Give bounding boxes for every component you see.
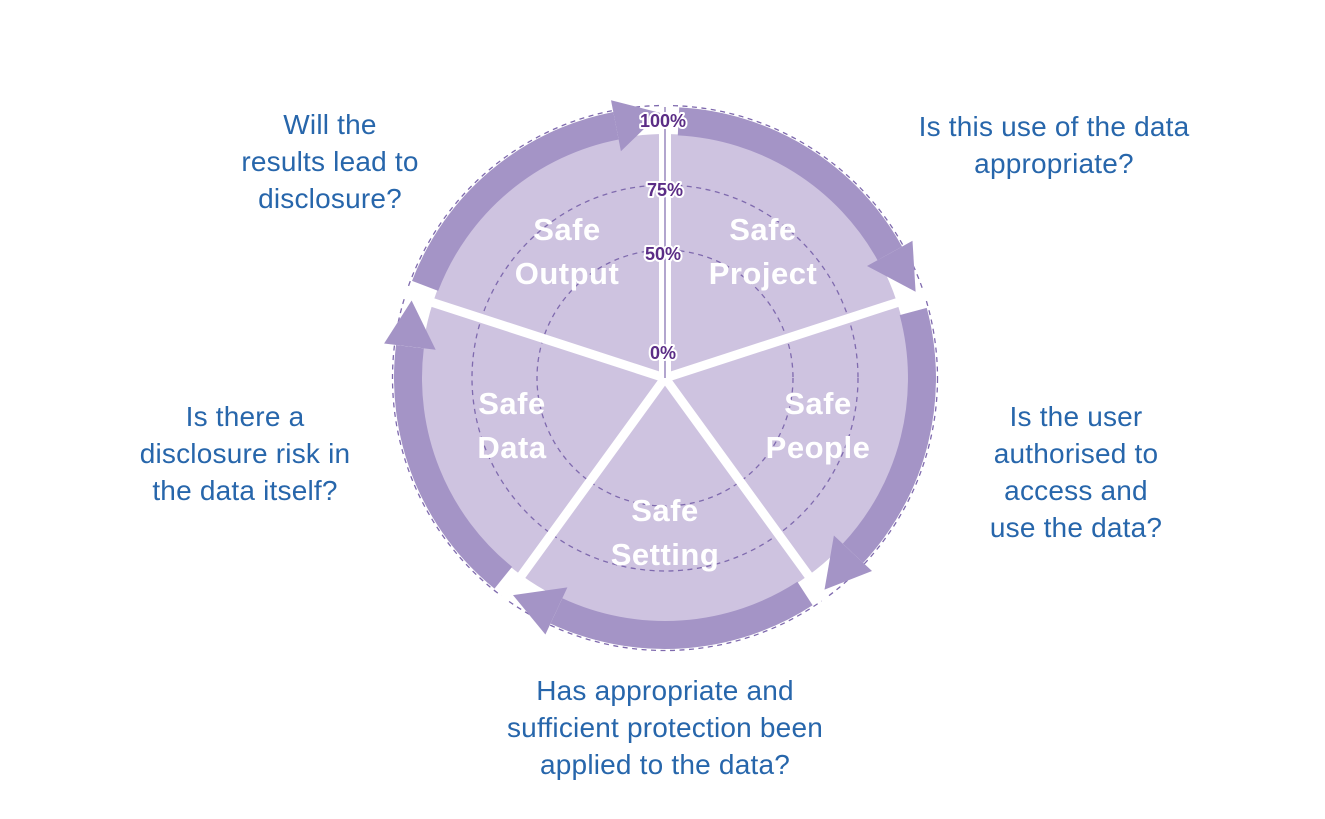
segment-safe-people xyxy=(665,302,910,576)
segment-safe-data xyxy=(420,302,665,576)
ring-arrowhead-safe-people xyxy=(824,535,872,590)
ring-arrowhead-safe-setting xyxy=(513,587,568,635)
separator-line xyxy=(663,287,931,383)
axis-label-100: 100% xyxy=(640,111,686,131)
ring-arrow-safe-setting xyxy=(550,581,813,649)
ring-arrowhead-safe-output xyxy=(611,100,661,152)
axis-label-50: 50% xyxy=(645,244,681,264)
separator-line xyxy=(497,375,669,606)
question-safe-setting: Has appropriate and sufficient protectio… xyxy=(506,675,823,780)
ring-arrow-safe-project xyxy=(677,107,903,261)
question-safe-people: Is the user authorised to access and use… xyxy=(989,401,1163,543)
ring-arrowhead-safe-project xyxy=(867,240,916,292)
gridline-75 xyxy=(471,184,859,572)
axis-scale: 100% 75% 50% 0% xyxy=(638,109,688,365)
separator-line xyxy=(399,287,667,383)
separator-line xyxy=(661,375,833,606)
axis-label-0: 0% xyxy=(650,343,676,363)
question-safe-data: Is there a disclosure risk in the data i… xyxy=(139,401,351,506)
ring-arrow-safe-people xyxy=(842,307,936,563)
segment-safe-setting xyxy=(521,378,809,622)
axis-label-75: 75% xyxy=(647,180,683,200)
question-safe-output: Will the results lead to disclosure? xyxy=(241,109,419,214)
wheel-geometry xyxy=(384,100,939,652)
ring-arrowhead-safe-data xyxy=(384,300,436,350)
question-safe-project: Is this use of the data appropriate? xyxy=(918,111,1190,179)
ring-arrow-safe-output xyxy=(412,111,619,292)
ring-arrow-safe-data xyxy=(394,345,513,589)
